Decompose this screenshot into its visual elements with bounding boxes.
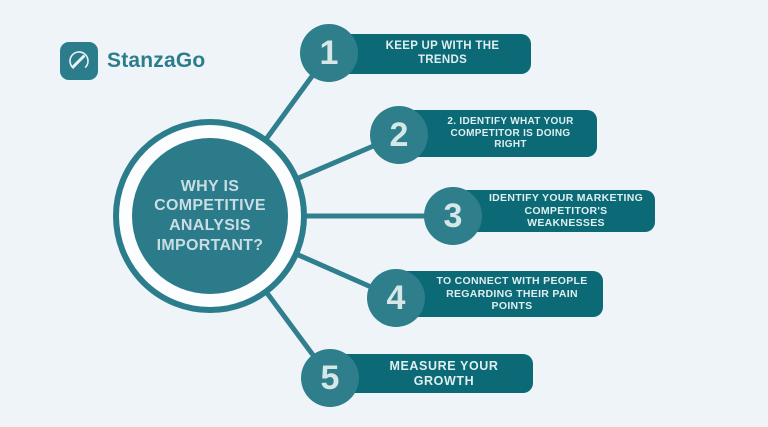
brand-logo: StanzaGo — [60, 42, 205, 80]
item-number-5: 5 — [301, 349, 359, 407]
item-bar-3: IDENTIFY YOUR MARKETING COMPETITOR'S WEA… — [453, 190, 655, 232]
item-number-3: 3 — [424, 187, 482, 245]
item-bar-5: MEASURE YOUR GROWTH — [331, 354, 533, 393]
item-number-1: 1 — [300, 24, 358, 82]
item-number-4: 4 — [367, 269, 425, 327]
pencil-logo-icon — [60, 42, 98, 80]
item-bar-4: TO CONNECT WITH PEOPLE REGARDING THEIR P… — [397, 271, 603, 317]
item-number-2: 2 — [370, 106, 428, 164]
hub-title: WHY IS COMPETITIVE ANALYSIS IMPORTANT? — [154, 177, 266, 254]
brand-name: StanzaGo — [107, 49, 206, 72]
item-bar-2: 2. IDENTIFY WHAT YOUR COMPETITOR IS DOIN… — [400, 110, 597, 157]
hub-circle: WHY IS COMPETITIVE ANALYSIS IMPORTANT? — [132, 138, 288, 294]
item-bar-1: KEEP UP WITH THE TRENDS — [330, 34, 531, 74]
